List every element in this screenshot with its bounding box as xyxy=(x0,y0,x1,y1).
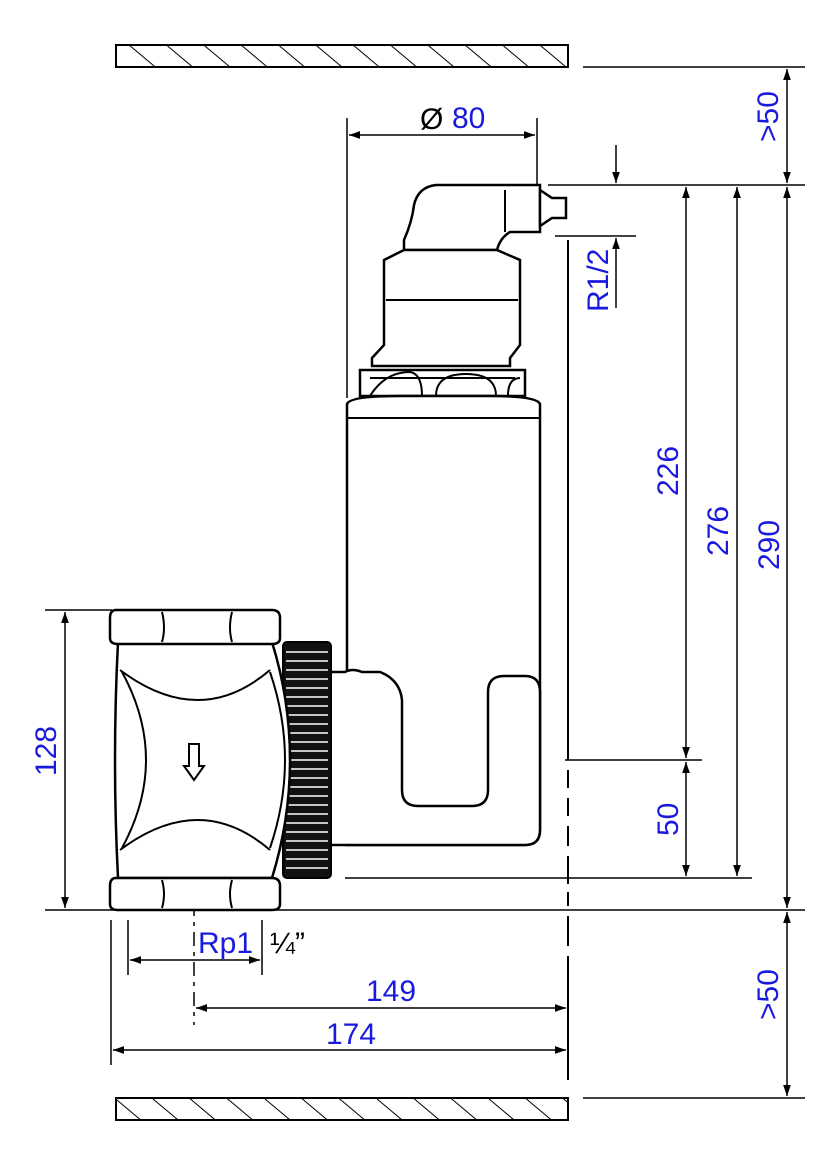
vent-nozzle xyxy=(538,187,568,229)
hex-nut xyxy=(358,368,527,398)
dim-diameter-label: 80 xyxy=(452,102,485,135)
dim-226-label: 226 xyxy=(652,446,685,496)
dim-vent-label: R1/2 xyxy=(582,249,615,312)
lower-elbow xyxy=(328,668,542,847)
top-cap xyxy=(370,248,522,368)
flow-arrow-icon xyxy=(182,743,206,782)
bottom-hex-flange xyxy=(108,876,282,912)
top-wall xyxy=(115,44,569,68)
dim-290-label: 290 xyxy=(753,520,786,570)
diameter-symbol: Ø xyxy=(420,103,443,136)
dim-bottom-clearance-label: >50 xyxy=(752,969,785,1020)
vent-elbow xyxy=(402,183,542,252)
dim-174-label: 174 xyxy=(326,1018,376,1051)
separator-device xyxy=(108,183,568,912)
dim-rp-label: Rp1 xyxy=(198,927,253,960)
dim-labels: Ø 80 >50 R1/2 226 276 290 50 128 >50 Rp1… xyxy=(30,91,786,1051)
bottom-wall xyxy=(115,1097,569,1121)
knurl-lines xyxy=(286,651,328,869)
dim-149-label: 149 xyxy=(366,975,416,1008)
dim-top-clearance-label: >50 xyxy=(752,91,785,142)
dim-276-label: 276 xyxy=(702,506,735,556)
top-hex-flange xyxy=(108,608,282,646)
dim-rp-fraction-label: ¼” xyxy=(270,927,305,960)
dim-50-label: 50 xyxy=(652,803,685,836)
dim-128-label: 128 xyxy=(30,726,63,776)
dim-lines xyxy=(61,69,791,1096)
fitting-body xyxy=(113,640,292,880)
